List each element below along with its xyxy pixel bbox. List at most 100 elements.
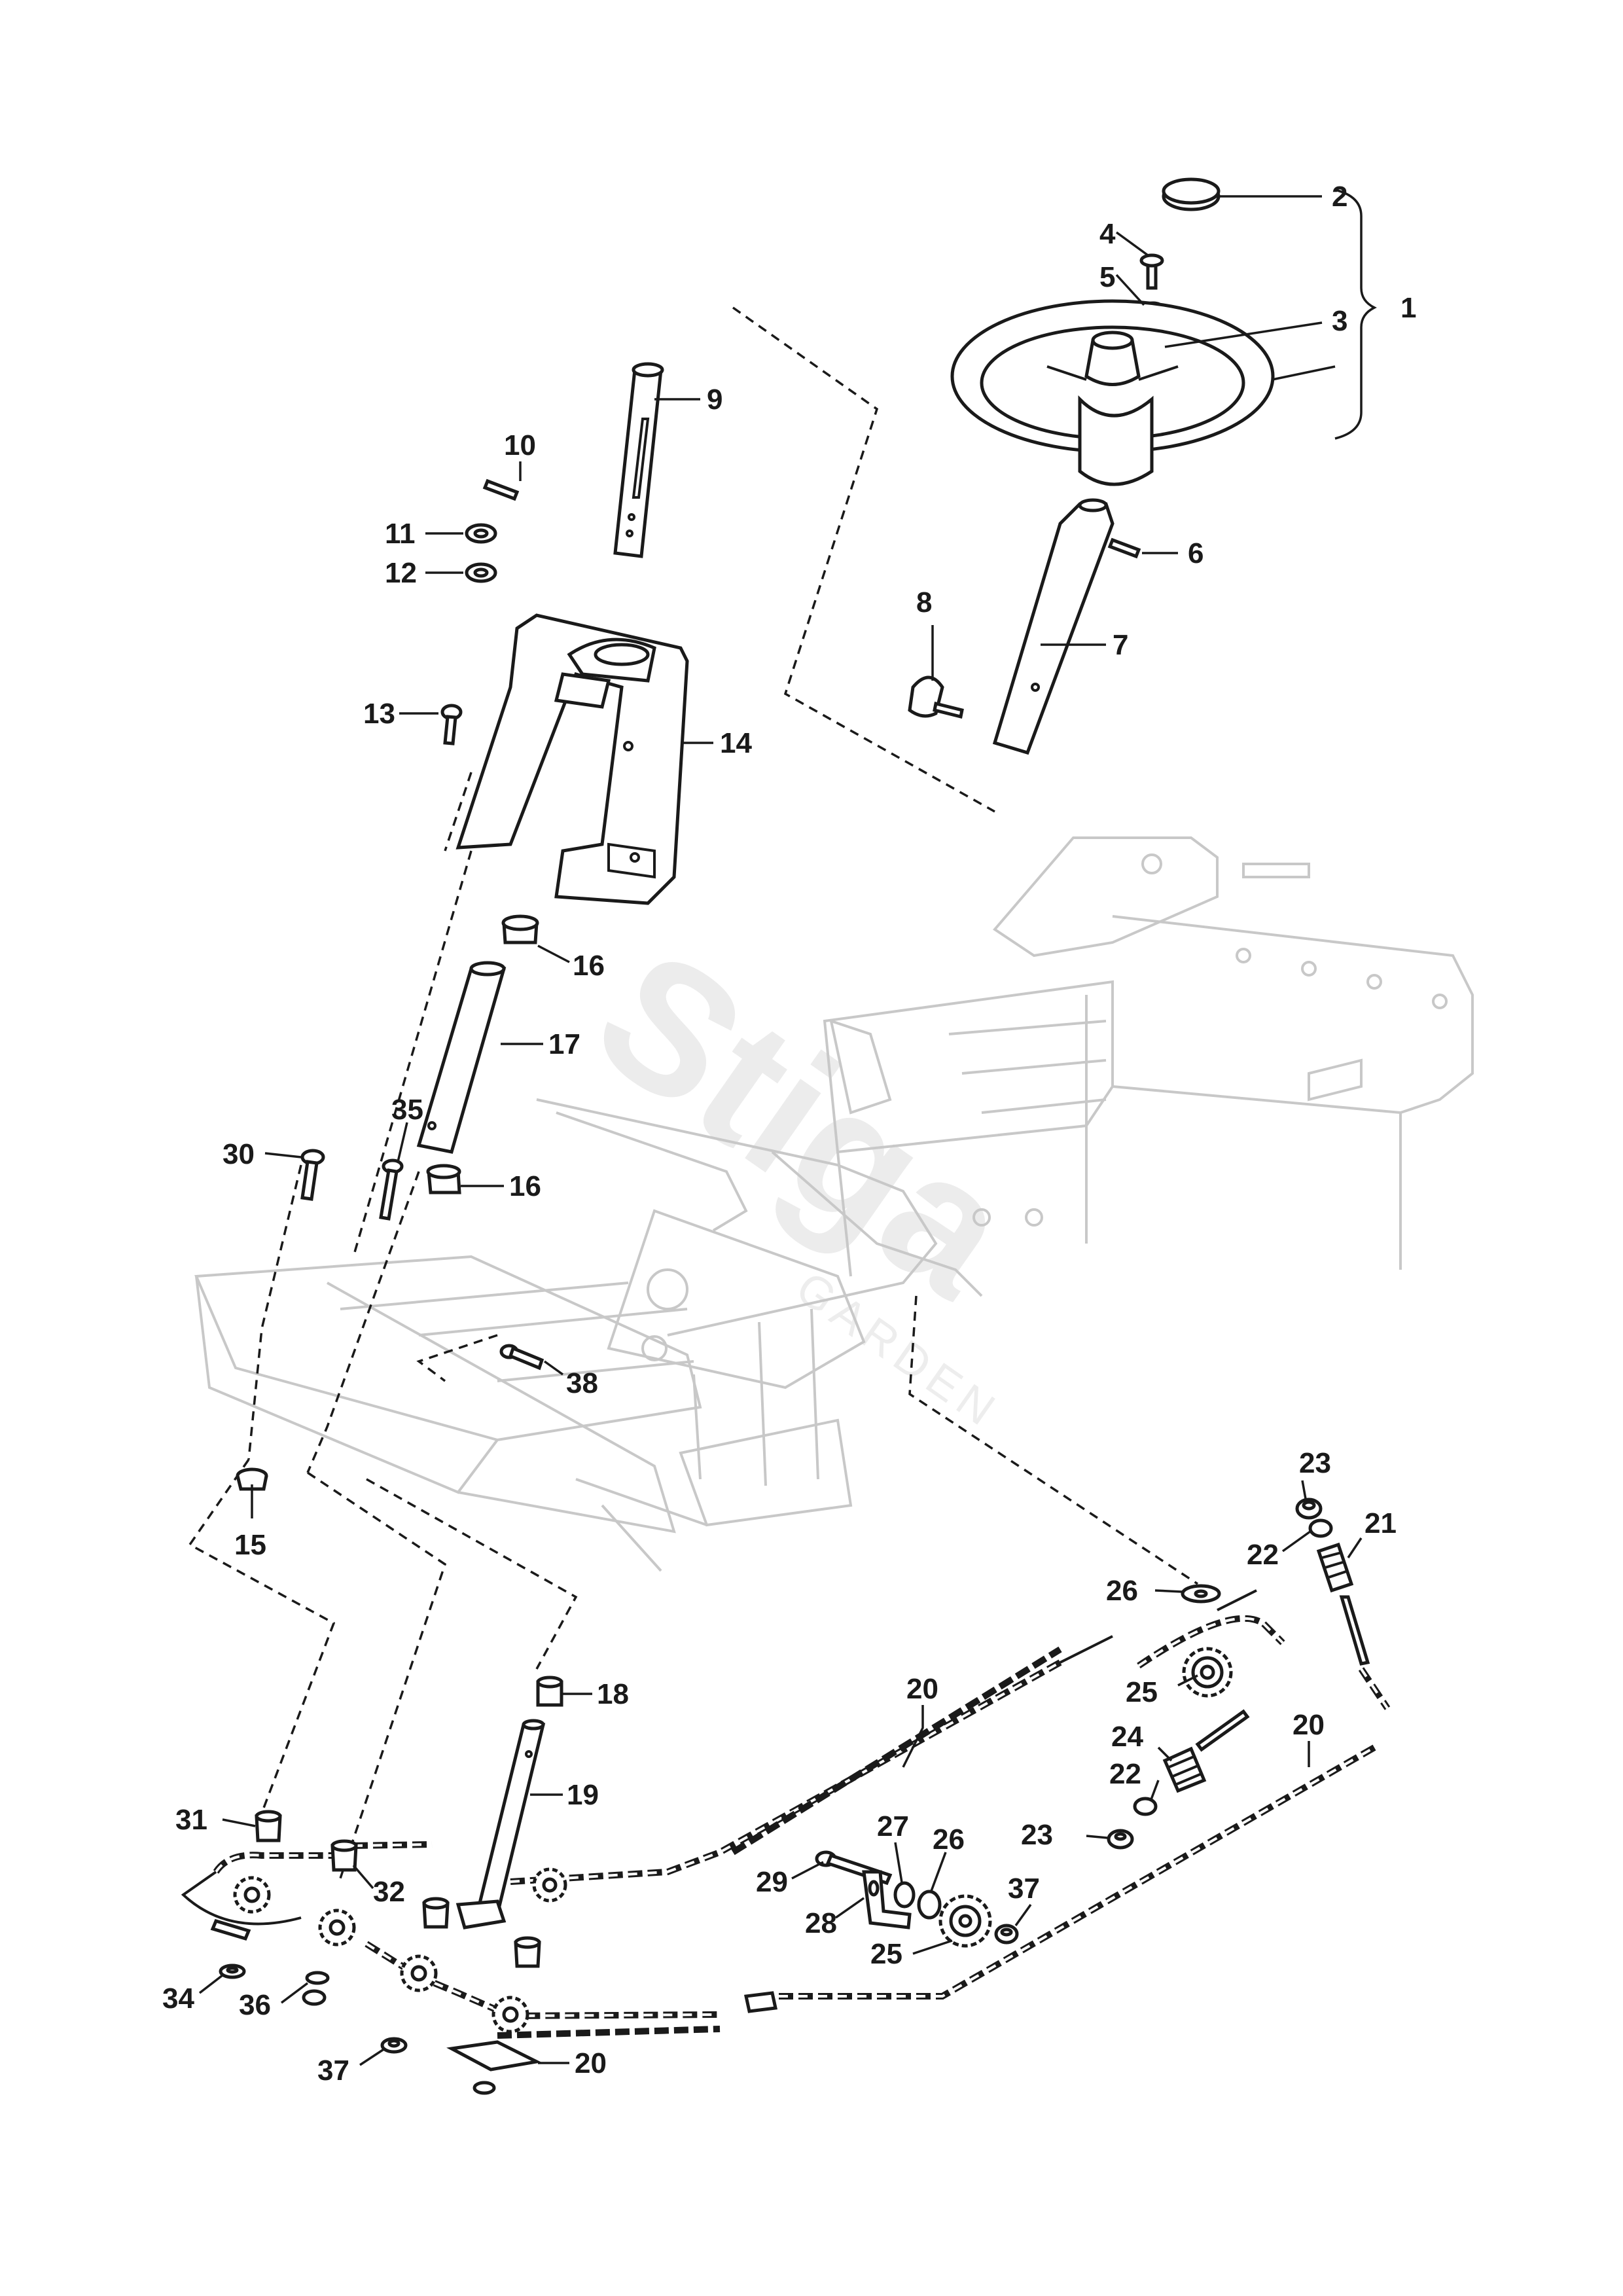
callout-24: 24 [1111,1721,1143,1753]
callout-37-right: 37 [1008,1873,1040,1905]
washer-12 [465,562,497,583]
callout-20-right: 20 [1293,1709,1325,1741]
bushing-31 [255,1810,282,1842]
bushing-16-lower [426,1164,461,1194]
nut-37-right [994,1924,1019,1945]
callout-23-top: 23 [1299,1447,1331,1479]
callout-25-lower: 25 [870,1938,902,1970]
wing-bolt [908,675,964,719]
callout-35: 35 [391,1094,423,1126]
plate-20 [446,2040,542,2095]
callout-34: 34 [162,1982,194,2015]
callout-2: 2 [1332,181,1347,213]
callout-28: 28 [805,1907,837,1939]
callout-13: 13 [363,698,395,730]
callout-6: 6 [1188,537,1204,569]
sleeve-18 [536,1676,563,1707]
spring-24 [1162,1709,1250,1793]
callout-4: 4 [1099,218,1116,250]
bracket-28 [862,1870,912,1929]
steering-shaft [992,498,1115,755]
washer-36 [302,1971,330,2006]
callout-14: 14 [720,727,752,759]
tension-spring-21 [1316,1542,1370,1666]
callout-26-lower: 26 [933,1823,965,1856]
sprocket-wheel-e [532,1867,567,1903]
steering-chains [181,1589,1391,2039]
chain-joiner-b [210,1918,251,1941]
pin-6 [1107,537,1141,559]
callout-11: 11 [385,518,416,550]
watermark: Stiga GARDEN [562,910,1047,1439]
sprocket-wheel-b [318,1909,356,1946]
callout-23-lower: 23 [1021,1819,1053,1851]
bushing-lower-b [514,1936,541,1968]
group-bracket-1 [1334,188,1377,440]
callout-31: 31 [175,1804,207,1836]
nut-23-top [1295,1498,1323,1520]
bushing-lower-a [422,1897,450,1929]
callout-17: 17 [548,1028,580,1060]
chain-joiner-a [743,1991,778,2013]
column-bracket [455,613,689,905]
tractor-frame-ghost [194,836,1474,1572]
callout-30: 30 [223,1138,255,1170]
bushing-16-upper [501,914,539,944]
washer-11 [465,523,497,544]
callout-36: 36 [239,1989,271,2021]
callout-38: 38 [566,1367,598,1399]
callout-16-lower: 16 [509,1170,541,1202]
callout-22-top: 22 [1247,1539,1279,1571]
washer-22-lower [1133,1797,1158,1816]
callout-32: 32 [373,1876,405,1908]
cap-screw [1139,253,1164,290]
lower-tube [416,961,507,1154]
sprocket-wheel-d [491,1996,529,2034]
callout-20-mid: 20 [906,1673,938,1705]
steering-cap [1162,177,1221,211]
bushing-32 [330,1839,358,1872]
spacer-26 [917,1890,942,1920]
callout-18: 18 [597,1678,629,1710]
washer-34 [219,1964,246,1979]
callout-22-lower: 22 [1109,1758,1141,1790]
callout-25-upper: 25 [1126,1676,1158,1708]
callout-7: 7 [1113,629,1128,661]
nut-37-left [380,2037,408,2054]
sprocket-wheel-a [233,1876,271,1914]
callout-3: 3 [1332,305,1347,337]
bolt-13 [440,704,463,745]
sprocket-25-upper [1182,1647,1233,1698]
assembly-lines [188,306,1198,1879]
callout-12: 12 [385,557,417,589]
pin-10 [482,478,520,501]
washer-27 [893,1881,916,1909]
pinion-shaft [455,1719,546,1929]
callout-21: 21 [1364,1507,1397,1539]
callout-labels: 1 2 3 4 5 6 7 8 9 10 11 12 13 14 15 16 1… [162,181,1416,2087]
callout-26-upper: 26 [1106,1575,1138,1607]
washer-26-upper [1181,1584,1221,1604]
leader-lines [198,195,1363,2066]
bolt-35 [379,1158,404,1221]
bolt-38 [499,1344,544,1371]
upper-tube [613,362,664,558]
callout-10: 10 [504,429,536,461]
callout-27: 27 [877,1810,909,1842]
steering-wheel [950,299,1275,486]
callout-9: 9 [707,384,722,416]
bolt-30 [300,1149,325,1201]
callout-20-bottom: 20 [575,2047,607,2079]
callout-1: 1 [1400,292,1416,324]
callout-16-upper: 16 [573,950,605,982]
callout-5: 5 [1099,261,1115,293]
sprocket-wheel-c [400,1954,438,1992]
callout-15: 15 [234,1529,266,1561]
nut-23-lower [1107,1829,1134,1850]
washer-22-top [1308,1518,1333,1538]
callout-19: 19 [567,1779,599,1811]
callout-37-left: 37 [317,2054,349,2087]
callout-29: 29 [756,1866,788,1898]
callout-8: 8 [916,586,932,619]
